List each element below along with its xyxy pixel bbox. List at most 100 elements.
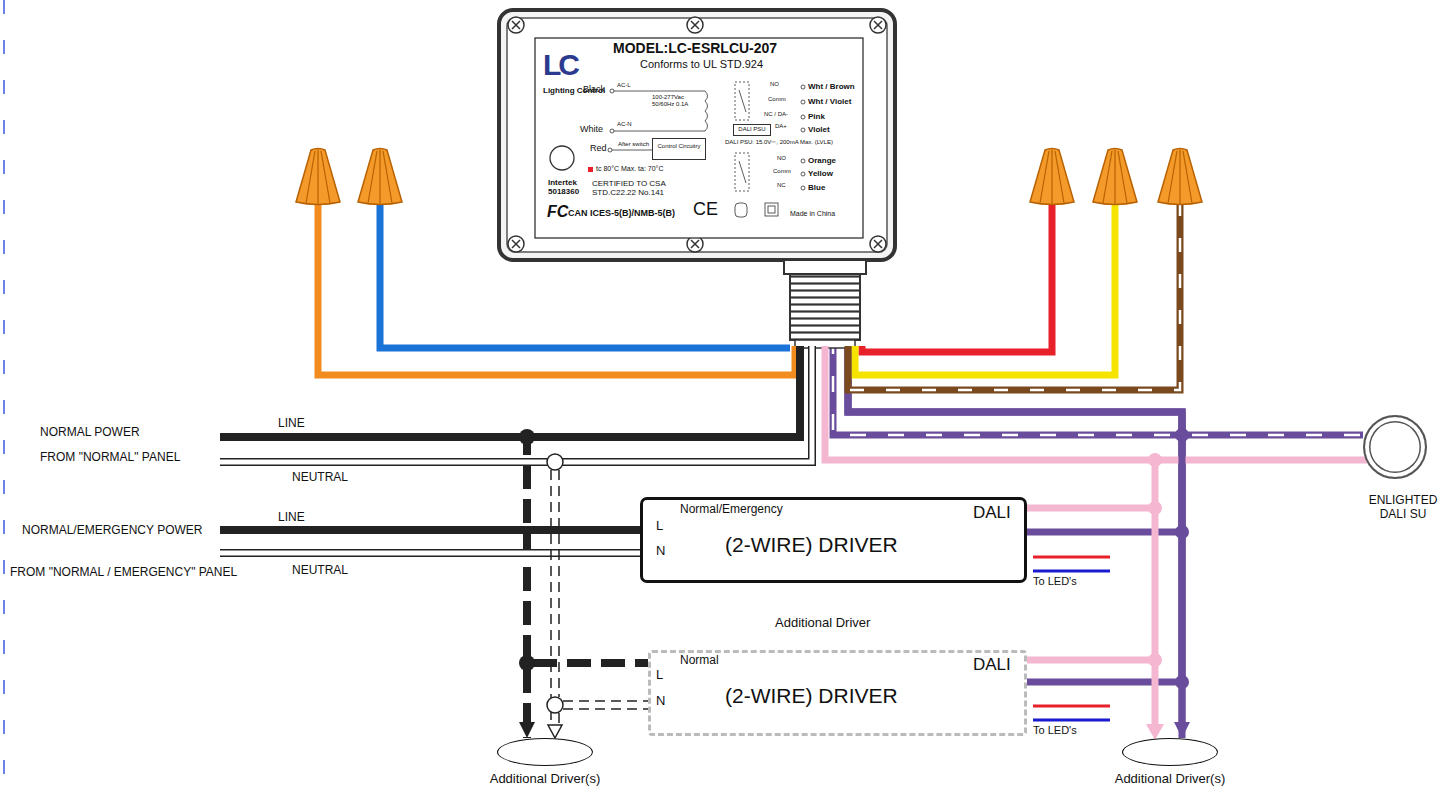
node-text: L (656, 668, 663, 683)
wire-label: NEUTRAL (292, 563, 348, 577)
led-wire (1033, 557, 1110, 720)
control-circuit-box: Control Circuitry (652, 138, 706, 160)
neutral-wire (551, 470, 559, 730)
node-text: DALI (973, 503, 1011, 523)
node-text: Yellow (808, 169, 833, 178)
lead-wire (380, 202, 790, 348)
node-text: Normal (680, 654, 719, 668)
bus-junction (1175, 675, 1189, 689)
node-text: CE (693, 199, 718, 220)
panel-edge-dashes (3, 0, 5, 796)
lead-wire (848, 202, 1180, 390)
dali-pink-wire (825, 346, 1367, 460)
label-schematic (735, 203, 747, 217)
label-schematic (768, 206, 775, 213)
node-text: Black (583, 84, 605, 94)
bus-junction (1148, 653, 1162, 667)
lead-wire (855, 202, 1115, 375)
node-text: Intertek 5018360 (548, 178, 592, 196)
node-text: Additional Driver (775, 616, 870, 631)
conduit-nipple (784, 260, 866, 348)
wire-label: FROM "NORMAL / EMERGENCY" PANEL (10, 565, 237, 579)
label-schematic (705, 91, 708, 131)
label-schematic (801, 85, 805, 89)
additional-driver-box: Additional DriverNormalLNDALI(2-WIRE) DR… (648, 650, 1027, 736)
node-text: AC-L (617, 82, 631, 89)
node-text: NO (770, 81, 779, 88)
relay-housing (499, 10, 895, 260)
node-text: Pink (808, 112, 825, 121)
dali-psu-box: DALI PSU (733, 124, 771, 136)
node-text: NO (777, 155, 786, 162)
node-text: (2-WIRE) DRIVER (725, 533, 898, 557)
node-text: To LED's (1033, 575, 1077, 588)
wire-path (848, 262, 1182, 682)
label-schematic (608, 148, 612, 152)
node-text: NC / DA- (764, 111, 788, 118)
additional-driver-ellipse: Additional Driver(s) (1122, 738, 1218, 766)
node-text: CAN ICES-5(B)/NMB-5(B) (568, 208, 675, 218)
bus-junction (1175, 525, 1189, 539)
wire-nut (1093, 149, 1137, 205)
wire-label: NEUTRAL (292, 470, 348, 484)
lead-wire (318, 202, 1180, 390)
neutral-wire (547, 454, 563, 470)
wire-nut (358, 149, 402, 205)
label-schematic (765, 203, 778, 216)
label-schematic (801, 100, 805, 104)
node-text: Blue (808, 183, 825, 192)
neutral-wire (220, 346, 812, 462)
wire-label: LINE (278, 510, 305, 524)
label-schematic (610, 89, 614, 93)
node-text: (2-WIRE) DRIVER (725, 684, 898, 708)
node-text: DA+ (775, 123, 787, 130)
line-junction (519, 429, 535, 671)
node-text: Wht / Brown (808, 82, 855, 91)
dali-pink-wire (1152, 460, 1159, 728)
node-text: DALI PSU: 15.0V⎓, 200mA Max. (LVLE) (725, 139, 833, 146)
node-text: After switch (618, 141, 649, 148)
label-schematic (801, 186, 805, 190)
node-text: LC (543, 48, 577, 83)
sensor-unit: ENLIGHTED DALI SU (1363, 415, 1427, 479)
label-schematic (739, 90, 746, 183)
neutral-wire (547, 697, 563, 713)
additional-driver-ellipse: Additional Driver(s) (497, 738, 593, 766)
bus-junction (1148, 428, 1189, 689)
relay-housing: MODEL:LC-ESRLCU-207Conforms to UL STD.92… (497, 8, 897, 262)
driver-box: Normal/EmergencyLNDALI(2-WIRE) DRIVERTo … (640, 497, 1027, 583)
node-text: Comm (773, 168, 791, 175)
neutral-wire (548, 725, 562, 738)
node-text: DALI PSU (734, 126, 770, 133)
node-text: CERTIFIED TO CSA STD.C22.22 No.141 (592, 179, 674, 197)
temperature-mark (588, 167, 593, 172)
node-text: ENLIGHTED DALI SU (1360, 494, 1446, 522)
node-text: Normal/Emergency (680, 503, 783, 517)
neutral-wire (220, 346, 812, 462)
wire-path (848, 262, 1182, 532)
label-schematic (735, 82, 749, 120)
wire-label: LINE (278, 416, 305, 430)
bus-junction (1148, 453, 1162, 467)
line-junction (519, 655, 535, 671)
wire-label: NORMAL POWER (40, 425, 140, 439)
wire-nut (296, 149, 1202, 205)
node-text: L (656, 519, 663, 534)
wire-connector (848, 262, 1182, 532)
label-schematic (612, 150, 652, 151)
label-schematic (550, 146, 574, 170)
housing-screw (512, 21, 882, 248)
node-text: White (580, 124, 603, 134)
led-wire (1033, 556, 1110, 559)
lead-wire (318, 202, 795, 375)
label-schematic (614, 131, 705, 132)
line-wire (220, 346, 800, 437)
label-schematic (801, 172, 805, 176)
label-schematic (801, 115, 805, 119)
led-wire (1033, 570, 1110, 573)
node-text: AC-N (617, 121, 632, 128)
led-wire (1033, 705, 1110, 708)
bus-junction (1175, 428, 1189, 442)
rating-label (535, 38, 863, 238)
